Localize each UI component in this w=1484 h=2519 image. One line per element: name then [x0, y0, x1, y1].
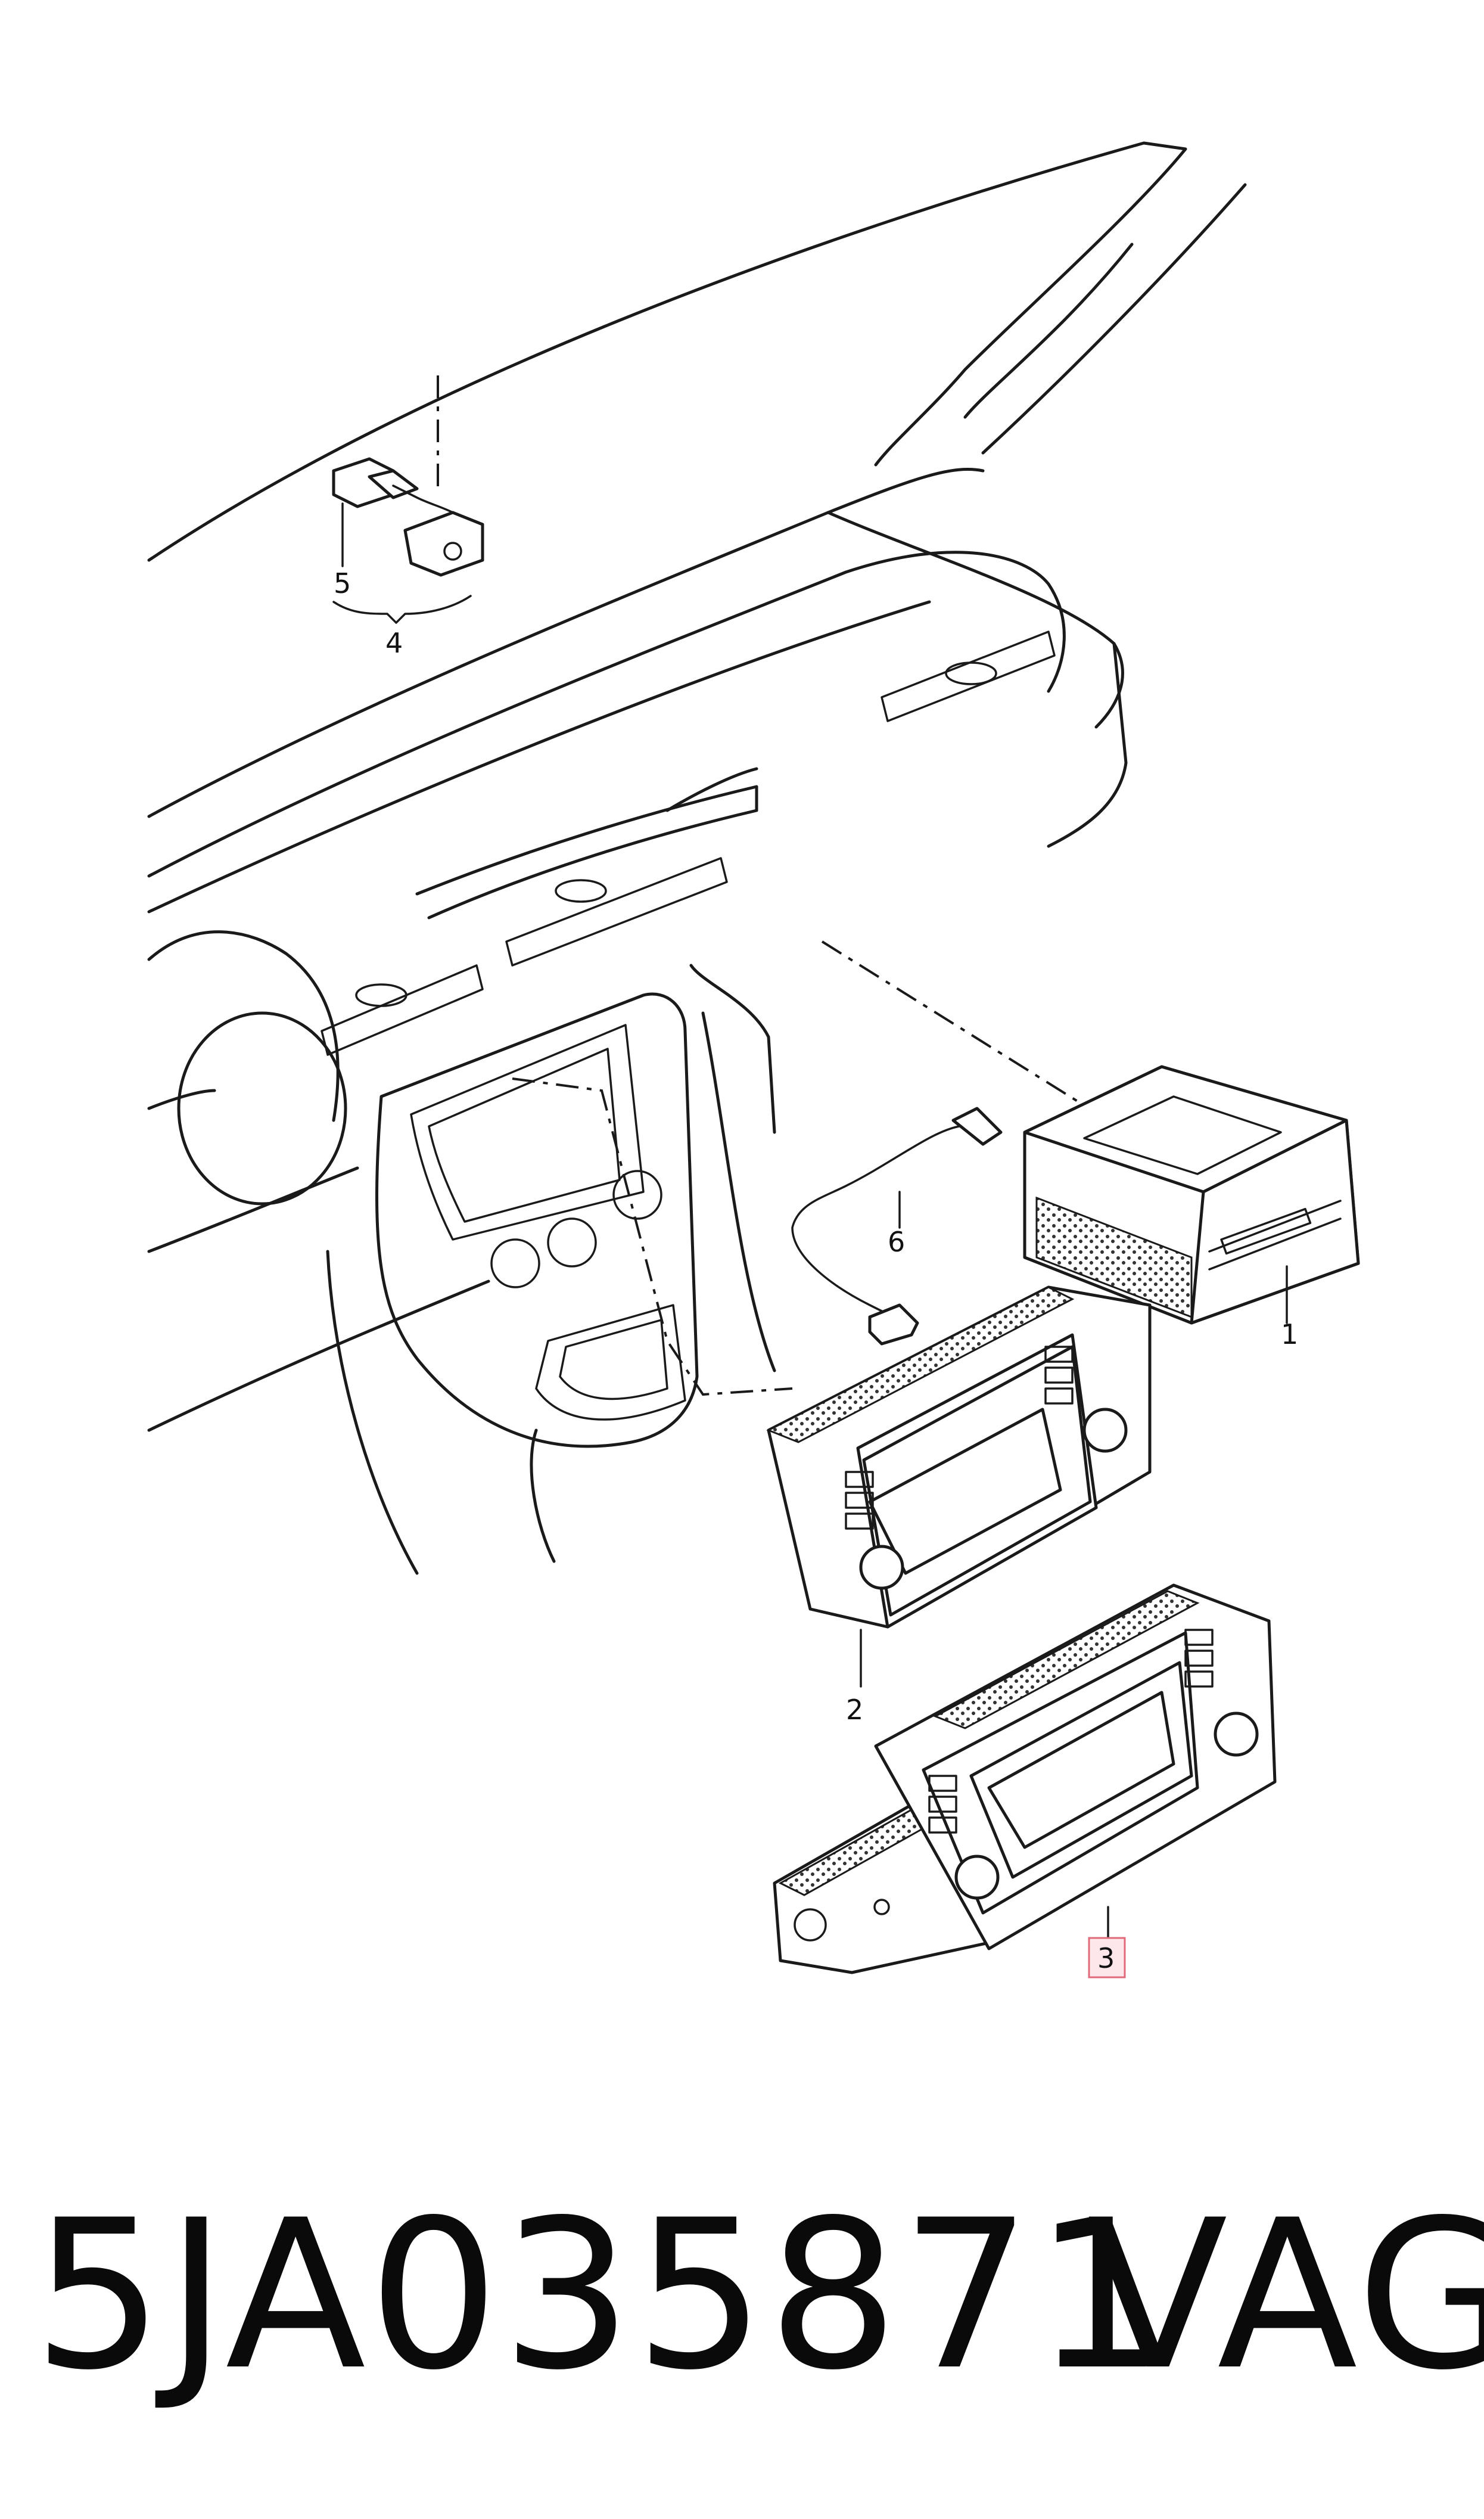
- radio-unit-2: [766, 1285, 1152, 1688]
- parts-diagram: 1 2 3 4 5 6: [147, 141, 1360, 1978]
- callout-4: 4: [385, 627, 403, 659]
- part-number: 5JA035871: [33, 2176, 1168, 2415]
- callout-3: 3: [1097, 1942, 1115, 1974]
- callout-5: 5: [334, 567, 351, 600]
- callout-labels: 1 2 3 4 5 6: [334, 567, 1298, 1978]
- media-unit-1: [1023, 1065, 1360, 1325]
- dashboard-outline: [147, 141, 1247, 1575]
- assembly-lines: [512, 940, 1109, 1396]
- brand-label: VAG: [1087, 2176, 1484, 2415]
- radio-unit-3: [773, 1583, 1277, 1974]
- cable-6: [791, 1107, 1003, 1346]
- callout-3-highlight: [1088, 1937, 1126, 1978]
- connector-assembly-4-5: [332, 375, 484, 624]
- callout-6: 6: [888, 1226, 905, 1258]
- callout-2: 2: [846, 1694, 863, 1726]
- callout-1: 1: [1281, 1318, 1298, 1350]
